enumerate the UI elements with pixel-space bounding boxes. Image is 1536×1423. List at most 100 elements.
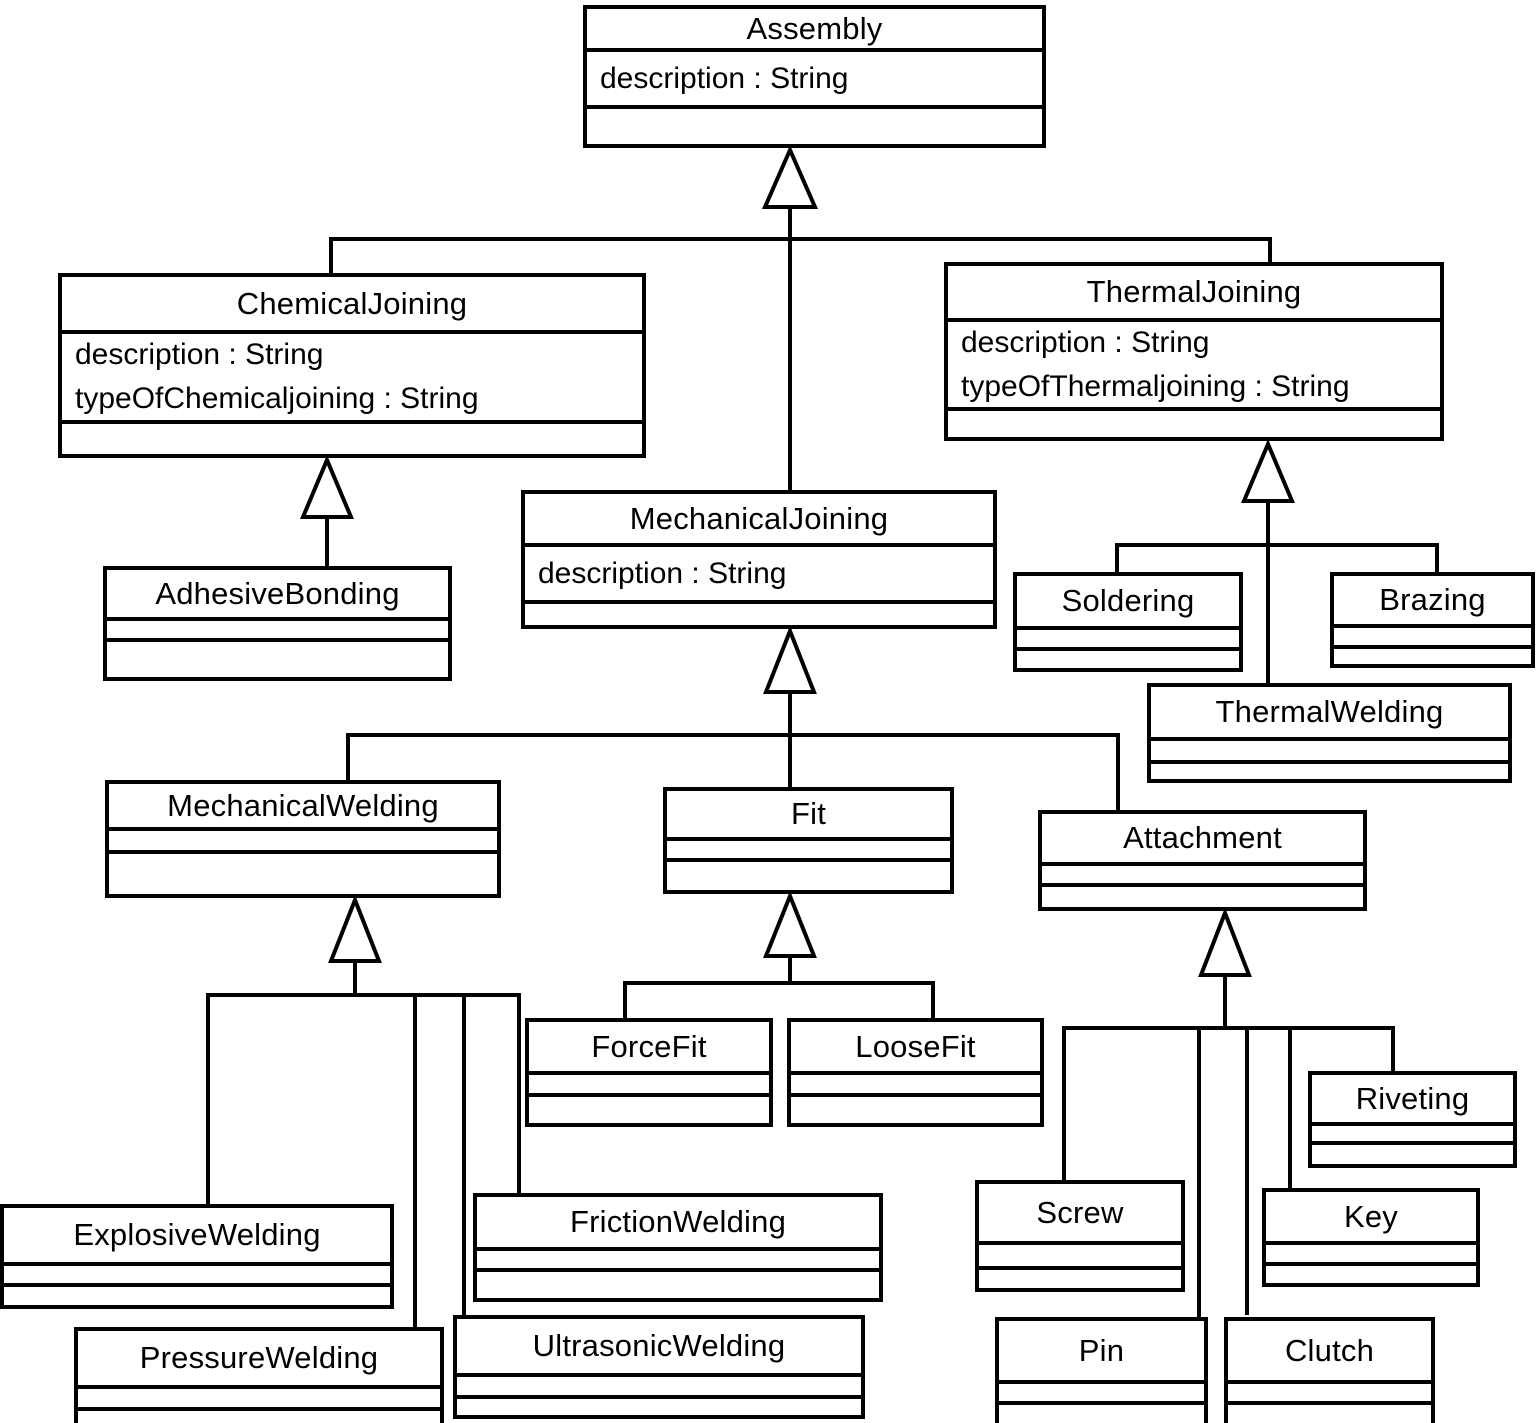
class-box-brazing: Brazing [1330, 572, 1535, 668]
class-name: FrictionWelding [569, 1204, 787, 1239]
operations-compartment [109, 850, 497, 894]
attributes-compartment [78, 1385, 440, 1407]
class-box-adhesivebonding: AdhesiveBonding [103, 566, 452, 681]
class-box-chemicaljoining: ChemicalJoining description : String typ… [58, 273, 646, 458]
class-name: ChemicalJoining [236, 285, 468, 321]
edge-thermaljoining-children [1115, 501, 1439, 683]
class-box-clutch: Clutch [1224, 1317, 1435, 1423]
generalization-arrow-thermaljoining [1240, 438, 1296, 503]
operations-compartment [667, 858, 950, 890]
class-name: Pin [1078, 1332, 1125, 1368]
class-name: ThermalWelding [1215, 694, 1444, 729]
edge-mechanicaljoining-children [346, 692, 1120, 810]
attributes-compartment [109, 827, 497, 850]
operations-compartment [457, 1395, 861, 1415]
operations-compartment [525, 600, 993, 625]
class-name: Key [1343, 1198, 1399, 1234]
edge-mechanicalwelding-children [206, 961, 521, 1327]
attributes-compartment [1312, 1122, 1513, 1141]
attributes-compartment [791, 1071, 1040, 1093]
class-box-soldering: Soldering [1013, 572, 1243, 672]
attributes-compartment: description : String typeOfChemicaljoini… [62, 330, 642, 420]
class-name: Brazing [1379, 582, 1486, 617]
generalization-arrow-assembly [761, 145, 819, 209]
class-box-thermaljoining: ThermalJoining description : String type… [944, 262, 1444, 441]
class-box-forcefit: ForceFit [525, 1018, 773, 1127]
class-box-attachment: Attachment [1038, 810, 1367, 911]
class-box-frictionwelding: FrictionWelding [473, 1193, 883, 1302]
class-box-mechanicaljoining: MechanicalJoining description : String [521, 490, 997, 629]
attribute: description : String [600, 61, 849, 95]
attributes-compartment: description : String [525, 543, 993, 600]
class-box-pressurewelding: PressureWelding [74, 1327, 444, 1423]
generalization-arrow-fit [763, 890, 817, 958]
class-name: Attachment [1123, 820, 1282, 855]
class-box-thermalwelding: ThermalWelding [1147, 683, 1512, 783]
class-box-fit: Fit [663, 787, 954, 894]
attributes-compartment [999, 1380, 1204, 1401]
class-name: ForceFit [591, 1028, 707, 1064]
attributes-compartment [4, 1262, 390, 1283]
class-box-riveting: Riveting [1308, 1071, 1517, 1168]
operations-compartment [587, 105, 1042, 144]
class-name: PressureWelding [139, 1340, 379, 1375]
class-box-explosivewelding: ExplosiveWelding [0, 1204, 394, 1309]
attributes-compartment [979, 1241, 1181, 1266]
class-box-key: Key [1262, 1188, 1480, 1287]
attributes-compartment [1042, 862, 1363, 883]
class-name: MechanicalWelding [167, 787, 439, 823]
operations-compartment [1017, 647, 1239, 668]
operations-compartment [979, 1266, 1181, 1288]
operations-compartment [1042, 883, 1363, 907]
generalization-arrow-chemicaljoining [299, 454, 355, 519]
generalization-arrow-mechanicalwelding [328, 894, 382, 963]
operations-compartment [1151, 760, 1508, 779]
class-name: Riveting [1355, 1080, 1470, 1116]
class-box-loosefit: LooseFit [787, 1018, 1044, 1127]
class-name: ExplosiveWelding [73, 1217, 321, 1252]
generalization-arrow-mechanicaljoining [763, 625, 817, 694]
class-name: Assembly [746, 10, 883, 46]
edge-fit-children [623, 956, 935, 1018]
operations-compartment [791, 1093, 1040, 1123]
generalization-arrow-attachment [1198, 907, 1252, 977]
class-name: Screw [1036, 1194, 1124, 1230]
attributes-compartment [1017, 626, 1239, 647]
class-name: Soldering [1061, 583, 1195, 618]
class-name: Fit [790, 796, 827, 831]
operations-compartment [62, 420, 642, 454]
operations-compartment [948, 407, 1440, 437]
attributes-compartment [1151, 737, 1508, 760]
operations-compartment [1312, 1141, 1513, 1164]
class-box-pin: Pin [995, 1317, 1208, 1423]
edge-assembly-children [329, 207, 1272, 490]
class-box-ultrasonicwelding: UltrasonicWelding [453, 1315, 865, 1419]
operations-compartment [529, 1093, 769, 1123]
attributes-compartment [1228, 1380, 1431, 1401]
attributes-compartment [529, 1071, 769, 1093]
class-box-assembly: Assembly description : String [583, 5, 1046, 148]
class-name: UltrasonicWelding [532, 1328, 786, 1363]
class-name: Clutch [1284, 1332, 1375, 1368]
class-name: MechanicalJoining [629, 500, 889, 536]
operations-compartment [78, 1407, 440, 1423]
attribute: typeOfThermaljoining : String [961, 369, 1350, 403]
attributes-compartment [667, 837, 950, 858]
class-box-mechanicalwelding: MechanicalWelding [105, 780, 501, 898]
class-name: ThermalJoining [1086, 274, 1302, 309]
attributes-compartment [477, 1247, 879, 1268]
attributes-compartment [1266, 1241, 1476, 1262]
attribute: description : String [75, 338, 324, 371]
attributes-compartment: description : String [587, 48, 1042, 105]
operations-compartment [107, 638, 448, 677]
attributes-compartment [1334, 624, 1531, 645]
operations-compartment [1228, 1401, 1431, 1423]
attributes-compartment [457, 1373, 861, 1395]
operations-compartment [1266, 1262, 1476, 1283]
edge-attachment-children [1062, 975, 1395, 1317]
attributes-compartment [107, 617, 448, 638]
attributes-compartment: description : String typeOfThermaljoinin… [948, 318, 1440, 407]
operations-compartment [4, 1283, 390, 1305]
